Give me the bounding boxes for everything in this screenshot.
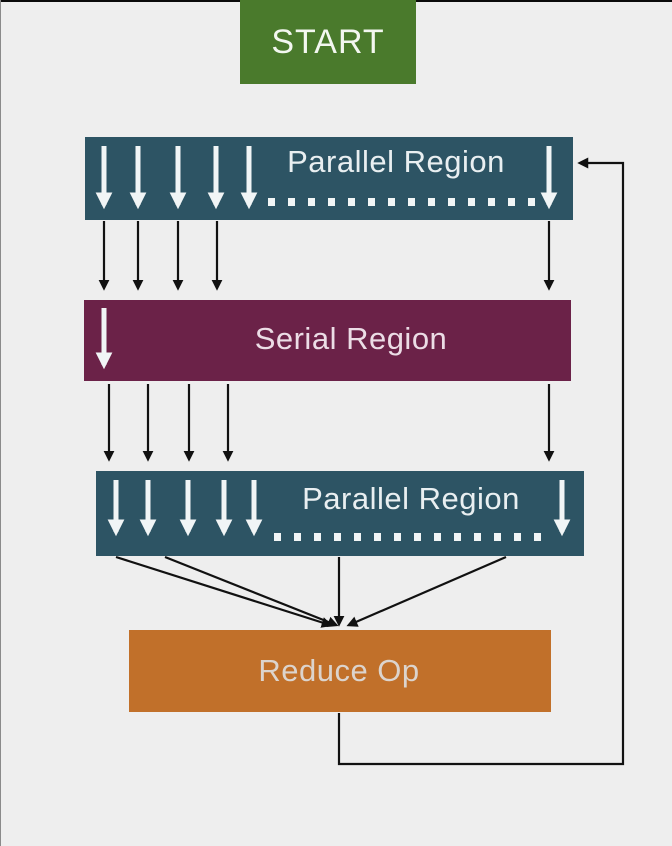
node-parallel-region-bottom-label: Parallel Region [302,481,520,516]
node-serial-region-label: Serial Region [254,321,448,356]
flow-arrows-top-to-serial [98,221,555,291]
node-start-label: START [271,22,385,61]
node-parallel-region-top-label: Parallel Region [287,144,505,179]
flow-arrows-bottom-to-reduce [115,555,507,628]
flow-arrows-serial-to-bottom [103,384,555,462]
node-start: START [240,0,416,84]
node-reduce-op-label: Reduce Op [258,653,420,688]
